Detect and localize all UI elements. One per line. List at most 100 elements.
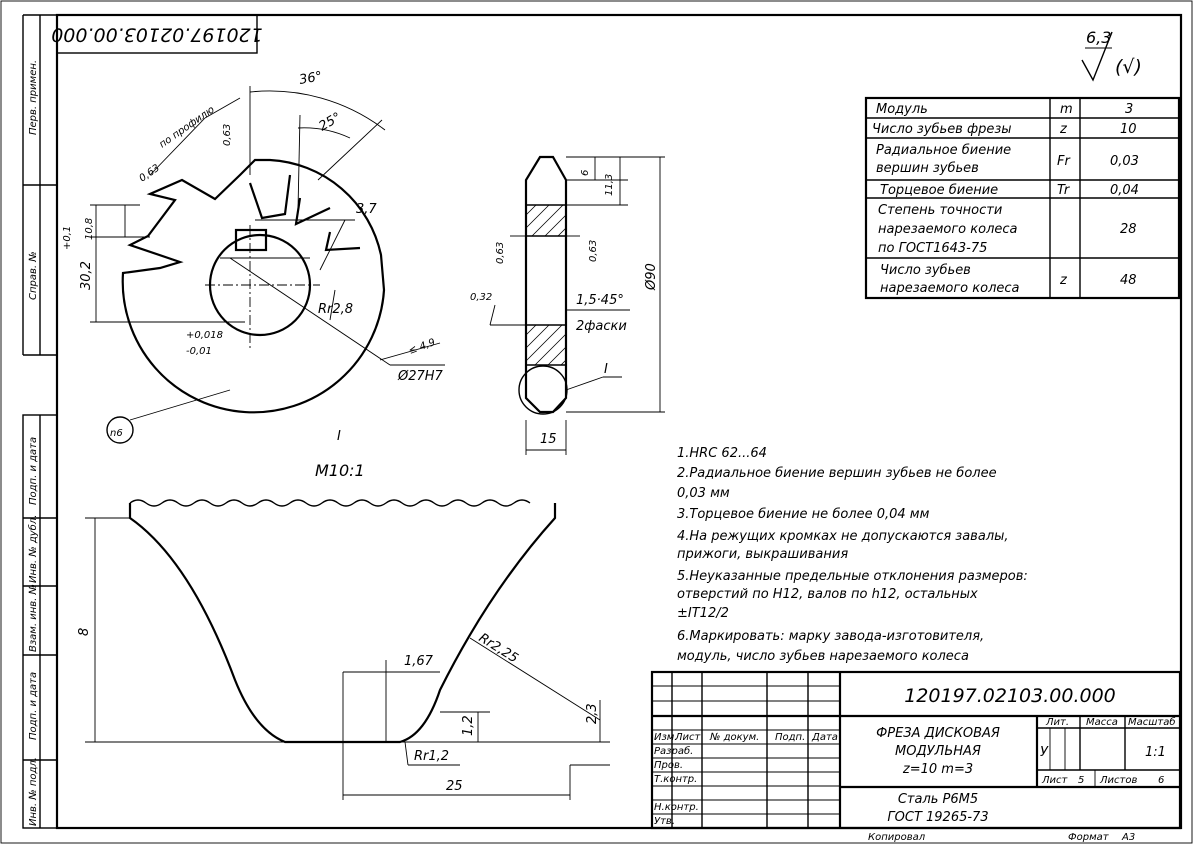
footer-format-value: А3 bbox=[1121, 832, 1135, 843]
tb-role-approve: Утв. bbox=[654, 816, 675, 827]
tb-lit-label: Лит. bbox=[1045, 717, 1069, 728]
tb-designation: 120197.02103.00.000 bbox=[904, 685, 1116, 707]
top-stamp-number: 120197.02103.00.000 bbox=[51, 24, 263, 46]
param-symbol-face-runout: Tr bbox=[1057, 183, 1071, 198]
footer: Копировал Формат А3 bbox=[868, 832, 1135, 843]
front-dim-108: 10,8 bbox=[84, 218, 95, 240]
tb-sheets-label: Листов bbox=[1099, 775, 1137, 786]
tb-col-doc: № докум. bbox=[709, 732, 759, 743]
section-rough-032: 0,32 bbox=[470, 292, 492, 303]
note-line-8: отверстий по Н12, валов по h12, остальны… bbox=[677, 587, 978, 602]
tb-name-line1: ФРЕЗА ДИСКОВАЯ bbox=[876, 726, 1000, 741]
param-symbol-module: m bbox=[1060, 102, 1073, 117]
param-value-module: 3 bbox=[1125, 102, 1133, 117]
tb-sheet-label: Лист bbox=[1041, 775, 1069, 786]
stamp-perv-primen: Перв. примен. bbox=[28, 60, 39, 135]
param-name-teeth: Число зубьев фрезы bbox=[872, 122, 1012, 137]
front-n6-mark: n6 bbox=[110, 428, 123, 439]
param-name-runout-line1: Радиальное биение bbox=[876, 143, 1011, 158]
note-line-11: модуль, число зубьев нарезаемого колеса bbox=[677, 649, 969, 664]
title-block: Изм. Лист № докум. Подп. Дата Разраб. Пр… bbox=[650, 670, 1182, 830]
param-name-runout-line2: вершин зубьев bbox=[876, 161, 979, 176]
section-hatch bbox=[525, 204, 567, 366]
section-rough-a: 0,63 bbox=[495, 242, 506, 264]
param-name-face-runout: Торцевое биение bbox=[880, 183, 998, 198]
section-rough-b: 0,63 bbox=[588, 240, 599, 262]
section-callout-i: I bbox=[604, 362, 608, 377]
note-line-10: 6.Маркировать: марку завода-изготовителя… bbox=[677, 629, 984, 644]
top-stamp: 120197.02103.00.000 bbox=[51, 14, 263, 54]
detail-dim-12: 1,2 bbox=[461, 715, 476, 736]
note-line-6: прижоги, выкрашивания bbox=[677, 547, 848, 562]
stamp-inv-podl: Инв. № подл. bbox=[28, 757, 39, 826]
roughness-value: 6,3 bbox=[1086, 28, 1111, 47]
param-symbol-teeth: z bbox=[1059, 122, 1068, 137]
tb-lit-value: У bbox=[1040, 745, 1049, 760]
stamp-podp-data-1: Подп. и дата bbox=[28, 437, 39, 505]
front-profile-note: по профилю bbox=[157, 104, 216, 150]
detail-dim-25: 25 bbox=[446, 779, 463, 794]
section-dim-113: 11,3 bbox=[604, 174, 615, 196]
detail-title: I bbox=[337, 429, 341, 444]
tb-name-line2: МОДУЛЬНАЯ bbox=[895, 744, 981, 759]
front-radius-28: Rr2,8 bbox=[318, 302, 353, 317]
tb-col-date: Дата bbox=[811, 732, 838, 743]
detail-radius-12: Rr1,2 bbox=[414, 749, 449, 764]
front-dim-tol-01: +0,1 bbox=[62, 226, 73, 250]
param-symbol-runout: Fr bbox=[1057, 154, 1071, 169]
front-rough-063-b: 0,63 bbox=[222, 124, 233, 146]
front-angle-36: 36° bbox=[298, 69, 323, 88]
front-tol-lower: -0,01 bbox=[186, 346, 212, 357]
footer-copied: Копировал bbox=[868, 832, 926, 843]
tech-notes: 1.HRC 62...64 2.Радиальное биение вершин… bbox=[677, 446, 1028, 664]
tb-role-developer: Разраб. bbox=[654, 745, 693, 757]
front-view: 36° 25° по профилю 0,63 0,63 10,8 +0,1 3… bbox=[62, 69, 445, 444]
detail-view: I M10:1 8 1,67 Rr2,25 Rr1,2 1,2 2,3 25 bbox=[77, 429, 610, 800]
tb-mass-label: Масса bbox=[1086, 717, 1118, 728]
section-dim-90: Ø90 bbox=[644, 263, 659, 291]
param-value-runout: 0,03 bbox=[1110, 154, 1139, 169]
param-value-accuracy: 28 bbox=[1120, 222, 1137, 237]
tb-material-line2: ГОСТ 19265-73 bbox=[887, 810, 988, 825]
tb-scale-label: Масштаб bbox=[1128, 716, 1176, 728]
param-name-module: Модуль bbox=[876, 102, 928, 117]
side-stamp: Перв. примен. Справ. № Подп. и дата Инв.… bbox=[22, 14, 58, 829]
param-name-accuracy-line2: нарезаемого колеса bbox=[878, 222, 1018, 237]
note-line-3: 0,03 мм bbox=[677, 486, 730, 501]
note-line-5: 4.На режущих кромках не допускаются зава… bbox=[677, 529, 1009, 544]
detail-radius-225: Rr2,25 bbox=[476, 631, 521, 667]
tb-role-ncontrol: Н.контр. bbox=[654, 802, 699, 813]
stamp-podp-data-2: Подп. и дата bbox=[28, 672, 39, 740]
tb-role-checker: Пров. bbox=[654, 760, 683, 771]
param-name-accuracy-line3: по ГОСТ1643-75 bbox=[878, 241, 987, 256]
param-name-wheel-teeth-line2: нарезаемого колеса bbox=[880, 281, 1020, 296]
note-line-2: 2.Радиальное биение вершин зубьев не бол… bbox=[677, 466, 997, 481]
section-chamfer-note: 2фаски bbox=[576, 319, 627, 334]
note-line-4: 3.Торцевое биение не более 0,04 мм bbox=[677, 507, 930, 522]
stamp-sprav: Справ. № bbox=[28, 251, 39, 300]
tb-col-list: Лист bbox=[674, 732, 702, 743]
roughness-mark: 6,3 (√) bbox=[1081, 28, 1142, 82]
section-chamfer: 1,5·45° bbox=[576, 293, 624, 308]
param-value-teeth: 10 bbox=[1120, 122, 1137, 137]
tb-col-izm: Изм. bbox=[654, 732, 678, 743]
detail-scale: M10:1 bbox=[315, 461, 365, 480]
param-name-wheel-teeth-line1: Число зубьев bbox=[880, 263, 971, 278]
note-line-7: 5.Неуказанные предельные отклонения разм… bbox=[677, 569, 1028, 584]
tb-name-line3: z=10 m=3 bbox=[902, 762, 973, 777]
note-line-1: 1.HRC 62...64 bbox=[677, 446, 767, 461]
tb-col-sign: Подп. bbox=[775, 732, 805, 743]
front-tol-upper: +0,018 bbox=[186, 330, 223, 341]
section-dim-6: 6 bbox=[580, 170, 591, 176]
tb-role-tcontrol: Т.контр. bbox=[654, 774, 697, 785]
roughness-symbol: (√) bbox=[1115, 56, 1142, 78]
tb-sheet-value: 5 bbox=[1078, 775, 1084, 786]
tb-sheets-value: 6 bbox=[1158, 775, 1164, 786]
footer-format-label: Формат bbox=[1068, 832, 1110, 843]
stamp-inv-dubl: Инв. № дубл. bbox=[27, 515, 39, 583]
param-symbol-wheel-teeth: z bbox=[1059, 273, 1068, 288]
front-dim-37: 3,7 bbox=[356, 202, 377, 217]
param-value-face-runout: 0,04 bbox=[1110, 183, 1139, 198]
params-table: Модуль m 3 Число зубьев фрезы z 10 Радиа… bbox=[864, 96, 1181, 300]
